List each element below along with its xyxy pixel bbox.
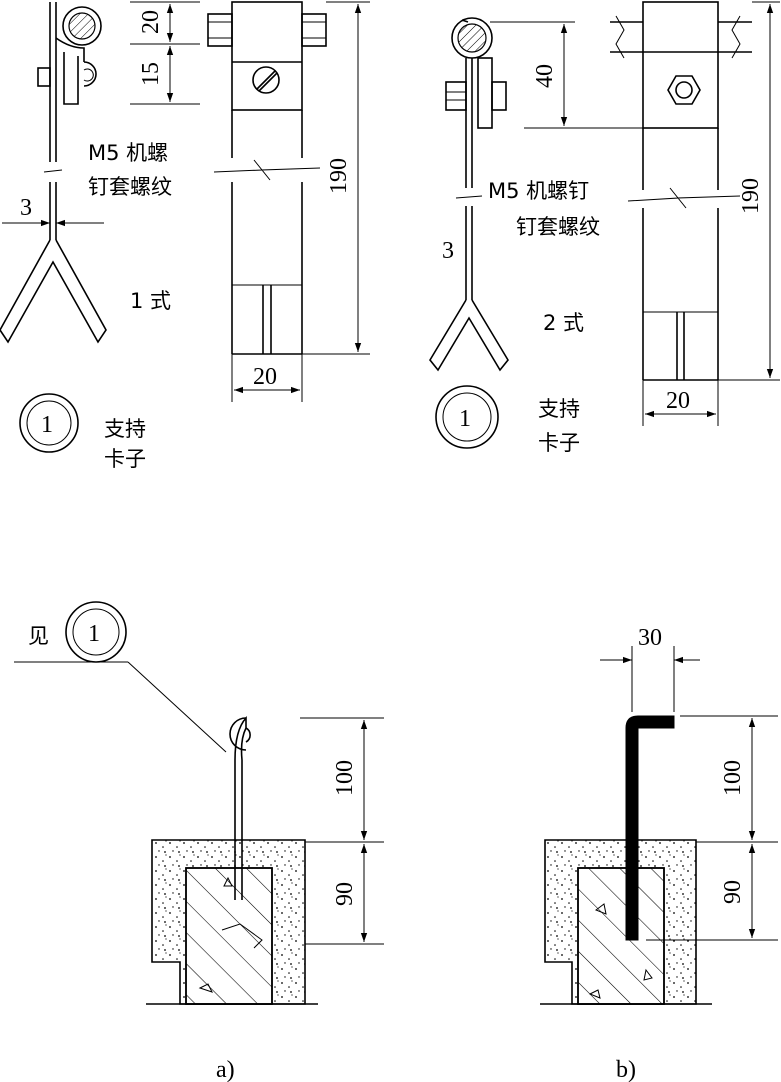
note-m5-line1: M5 机螺: [88, 141, 168, 165]
dim-20-width: 20: [253, 364, 277, 390]
see-label: 见: [28, 624, 49, 648]
dim-3: 3: [442, 238, 454, 264]
screw-head-icon: [252, 66, 280, 94]
callout-number: 1: [88, 621, 100, 647]
dim-90: 90: [332, 882, 358, 906]
dim-100: 100: [720, 760, 746, 796]
clip1-side-view: 3: [0, 2, 107, 344]
dim-90: 90: [720, 880, 746, 904]
note-m5-line1: M5 机螺钉: [488, 179, 589, 203]
form-label-1: 1 式: [130, 289, 171, 313]
caption-b: b): [616, 1057, 636, 1082]
note-m5-line2: 钉套螺纹: [88, 175, 172, 199]
clip1-front-view: 20 15 190 20: [130, 1, 370, 402]
dim-20: 20: [138, 10, 164, 34]
dim-20-width: 20: [666, 388, 690, 414]
clip-style-1: 3: [0, 1, 370, 471]
callout-number: 1: [459, 406, 471, 432]
clip2-front-view: 40 190 20: [490, 1, 780, 426]
dim-190: 190: [326, 158, 352, 194]
callout-number: 1: [41, 412, 53, 438]
part-name-line2: 卡子: [104, 447, 146, 471]
part-name-line1: 支持: [538, 397, 580, 421]
part-name-line1: 支持: [104, 417, 146, 441]
dim-15: 15: [138, 62, 164, 86]
callout-circle-icon: 1: [435, 385, 499, 449]
install-detail-a: 见 1 100 90 a): [14, 601, 384, 1082]
hex-nut-icon: [667, 75, 701, 105]
clip2-side-view: 3: [429, 17, 509, 372]
part-name-line2: 卡子: [538, 431, 580, 455]
clip-style-2: 3: [429, 1, 780, 455]
dim-30: 30: [638, 625, 662, 651]
callout-circle-icon: 1: [65, 601, 127, 663]
dim-100: 100: [332, 760, 358, 796]
callout-circle-icon: 1: [19, 393, 79, 453]
install-detail-b: 30 100 90 b): [540, 625, 778, 1082]
dim-190: 190: [738, 178, 764, 214]
note-m5-line2: 钉套螺纹: [516, 215, 600, 239]
caption-a: a): [216, 1057, 235, 1082]
dim-40: 40: [532, 64, 558, 88]
dim-3: 3: [20, 195, 32, 221]
form-label-2: 2 式: [543, 311, 584, 335]
